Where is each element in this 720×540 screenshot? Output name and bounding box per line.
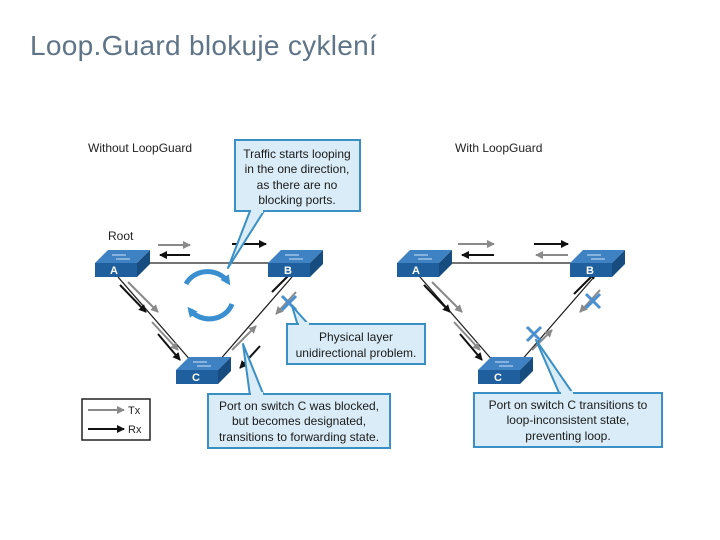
link-b-c xyxy=(519,276,595,363)
tx-arrow xyxy=(431,281,463,313)
callout-line: loop-inconsistent state, xyxy=(507,413,630,427)
callout-line: unidirectional problem. xyxy=(296,346,417,360)
tx-arrow xyxy=(275,291,297,315)
callout-physical-layer: Physical layer unidirectional problem. xyxy=(286,305,426,365)
callout-line: Port on switch C was blocked, xyxy=(219,399,379,413)
link-b-c xyxy=(217,276,293,363)
callout-line: as there are no xyxy=(257,178,338,192)
rx-arrow xyxy=(119,284,147,313)
slide-title: Loop.Guard blokuje cyklení xyxy=(30,30,378,61)
callout-line: in the one direction, xyxy=(245,162,350,176)
rx-arrow xyxy=(423,284,451,313)
callout-line: preventing loop. xyxy=(525,429,610,443)
switch-label: B xyxy=(284,265,292,277)
switch-a: A xyxy=(397,250,452,277)
switch-label: A xyxy=(110,265,118,277)
callout-line: Physical layer xyxy=(319,330,393,344)
legend-tx-label: Tx xyxy=(128,405,141,417)
fault-x-icon xyxy=(584,292,602,310)
switch-label: C xyxy=(192,372,200,384)
switch-label: C xyxy=(494,372,502,384)
switch-label: B xyxy=(586,265,594,277)
legend-rx-label: Rx xyxy=(128,424,142,436)
loop-cycle-icon xyxy=(183,269,235,322)
switch-a: A xyxy=(95,250,150,277)
link-a-c xyxy=(117,276,193,363)
rx-arrow xyxy=(239,345,261,369)
left-title: Without LoopGuard xyxy=(88,141,192,155)
switch-c: C xyxy=(176,357,231,384)
switch-b: B xyxy=(268,250,323,277)
callout-loop-inconsistent: Port on switch C transitions to loop-inc… xyxy=(473,339,663,448)
switch-c: C xyxy=(478,357,533,384)
callout-line: blocking ports. xyxy=(258,193,335,207)
rx-arrow xyxy=(157,333,181,361)
callout-line: transitions to forwarding state. xyxy=(219,430,379,444)
switch-b: B xyxy=(570,250,625,277)
callout-line: but becomes designated, xyxy=(232,414,366,428)
callout-traffic-looping: Traffic starts looping in the one direct… xyxy=(227,139,361,269)
tx-arrow xyxy=(231,325,257,351)
left-diagram: Without LoopGuard Root xyxy=(81,139,426,449)
link-a-c xyxy=(419,276,495,363)
callout-line: Traffic starts looping xyxy=(243,147,350,161)
tx-arrow xyxy=(453,321,481,351)
switch-label: A xyxy=(412,265,420,277)
rx-arrow xyxy=(459,333,483,361)
tx-arrow xyxy=(151,321,179,351)
tx-arrow xyxy=(579,289,601,313)
legend: Tx Rx xyxy=(81,398,151,441)
blocked-port-x-icon xyxy=(525,325,543,343)
root-label: Root xyxy=(108,229,134,243)
callout-port-blocked: Port on switch C was blocked, but become… xyxy=(207,343,391,449)
tx-arrow xyxy=(127,281,159,313)
right-title: With LoopGuard xyxy=(455,141,542,155)
callout-line: Port on switch C transitions to xyxy=(489,398,648,412)
right-diagram: With LoopGuard xyxy=(397,141,663,448)
